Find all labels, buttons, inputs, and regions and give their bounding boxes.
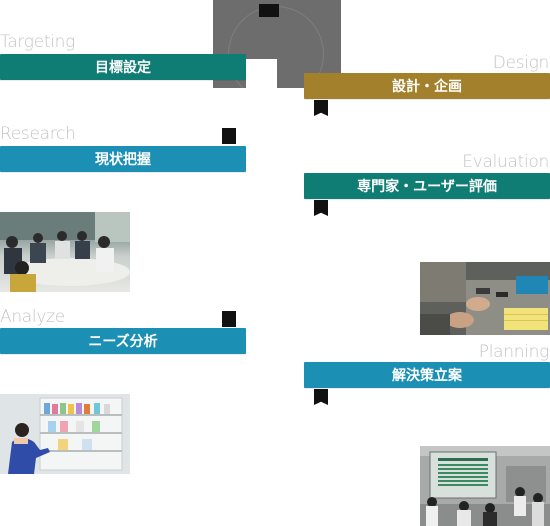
design-label-en: Design (492, 53, 550, 73)
evaluation-label-en: Evaluation (462, 152, 549, 172)
design-connector (314, 100, 328, 116)
shelf-photo (0, 394, 130, 474)
meeting-scene (0, 212, 130, 292)
analyze-label-en: Analyze (0, 307, 65, 327)
analyze-connector (222, 311, 236, 327)
workbench-photo (420, 262, 550, 335)
research-label-en: Research (0, 124, 76, 144)
meeting-photo (0, 212, 130, 292)
planning-bar: 解決策立案 (304, 362, 550, 388)
presentation-photo (420, 446, 550, 526)
planning-connector (314, 389, 328, 405)
center-top-connector (259, 4, 279, 17)
presentation-scene (420, 446, 550, 526)
research-bar: 現状把握 (0, 146, 246, 172)
evaluation-bar: 専門家・ユーザー評価 (304, 173, 550, 199)
targeting-bar: 目標設定 (0, 54, 246, 80)
analyze-bar: ニーズ分析 (0, 328, 246, 354)
workbench-scene (420, 262, 550, 335)
shelf-scene (0, 394, 130, 474)
targeting-label-en: Targeting (0, 32, 76, 52)
design-bar: 設計・企画 (304, 73, 550, 99)
evaluation-connector (314, 200, 328, 216)
research-connector (222, 128, 236, 144)
planning-label-en: Planning (478, 342, 550, 362)
